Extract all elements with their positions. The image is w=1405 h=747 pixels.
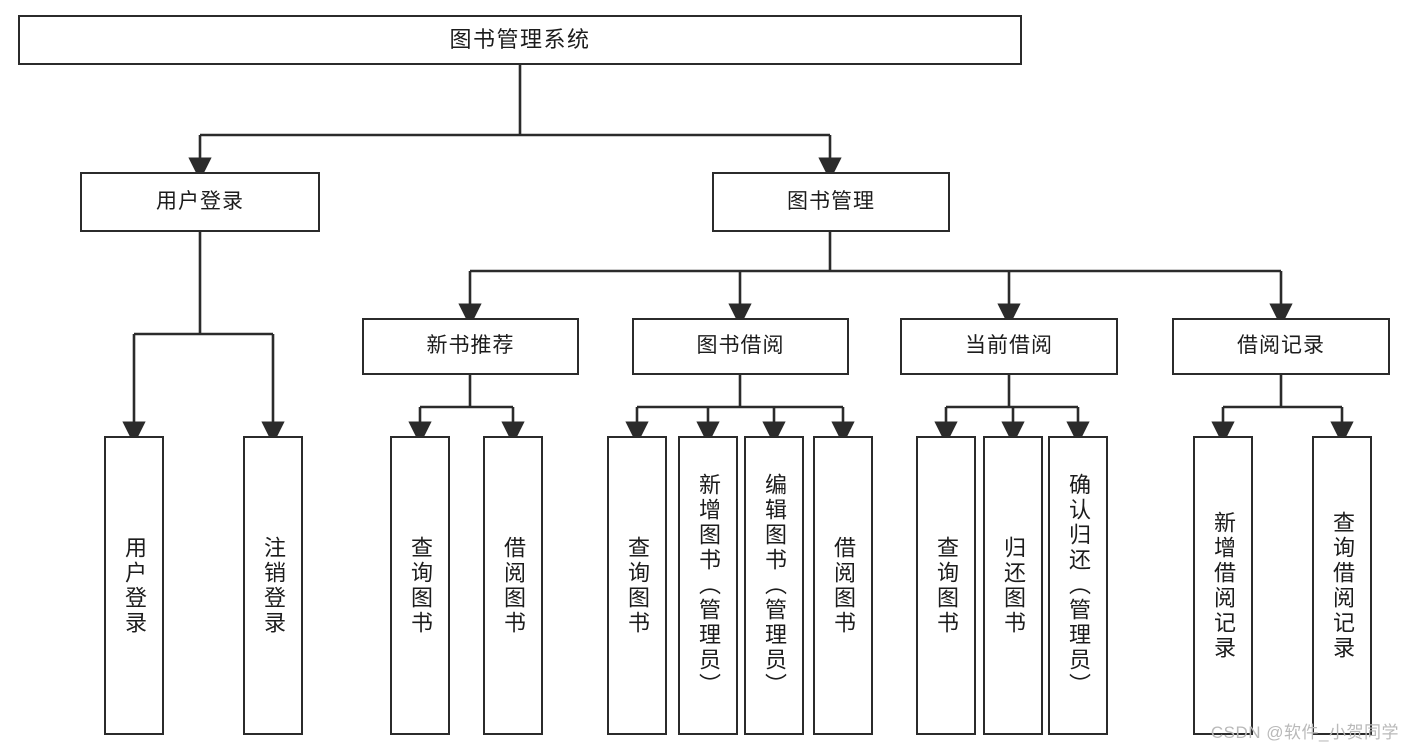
leaf-add-book[interactable]: 新增图书（管理员） — [678, 436, 738, 735]
leaf-borrow-book-1[interactable]: 借阅图书 — [483, 436, 543, 735]
node-label: 当前借阅 — [965, 334, 1053, 358]
node-label: 借阅图书 — [501, 535, 526, 636]
node-label: 新增图书（管理员） — [696, 473, 721, 698]
leaf-query-book-2[interactable]: 查询图书 — [607, 436, 667, 735]
node-label: 查询借阅记录 — [1330, 510, 1355, 661]
leaf-user-logout[interactable]: 注销登录 — [243, 436, 303, 735]
watermark: CSDN @软件_小贺同学 — [1210, 723, 1399, 742]
node-borrow-record[interactable]: 借阅记录 — [1172, 318, 1390, 375]
node-label: 新书推荐 — [426, 334, 515, 358]
node-label: 借阅记录 — [1237, 334, 1325, 358]
leaf-confirm-return[interactable]: 确认归还（管理员） — [1048, 436, 1108, 735]
node-user-login[interactable]: 用户登录 — [80, 172, 320, 232]
node-label: 新增借阅记录 — [1211, 510, 1236, 661]
node-label: 查询图书 — [408, 535, 433, 636]
leaf-edit-book[interactable]: 编辑图书（管理员） — [744, 436, 804, 735]
node-label: 借阅图书 — [831, 535, 856, 636]
leaf-user-login[interactable]: 用户登录 — [104, 436, 164, 735]
node-label: 查询图书 — [625, 535, 650, 636]
node-root-system[interactable]: 图书管理系统 — [18, 15, 1022, 65]
node-label: 用户登录 — [156, 189, 244, 213]
leaf-return-book[interactable]: 归还图书 — [983, 436, 1043, 735]
node-label: 用户登录 — [122, 535, 147, 636]
node-label: 编辑图书（管理员） — [762, 473, 787, 698]
leaf-query-record[interactable]: 查询借阅记录 — [1312, 436, 1372, 735]
node-label: 注销登录 — [261, 535, 286, 636]
leaf-query-book-1[interactable]: 查询图书 — [390, 436, 450, 735]
node-label: 图书管理 — [787, 189, 875, 213]
node-book-management[interactable]: 图书管理 — [712, 172, 950, 232]
node-current-borrow[interactable]: 当前借阅 — [900, 318, 1118, 375]
leaf-add-record[interactable]: 新增借阅记录 — [1193, 436, 1253, 735]
node-book-borrow[interactable]: 图书借阅 — [632, 318, 849, 375]
node-new-book-recommend[interactable]: 新书推荐 — [362, 318, 579, 375]
node-label: 归还图书 — [1001, 535, 1026, 636]
node-label: 图书管理系统 — [449, 27, 591, 53]
node-label: 确认归还（管理员） — [1066, 473, 1091, 698]
node-label: 图书借阅 — [696, 334, 785, 358]
leaf-borrow-book-2[interactable]: 借阅图书 — [813, 436, 873, 735]
leaf-query-book-3[interactable]: 查询图书 — [916, 436, 976, 735]
node-label: 查询图书 — [934, 535, 959, 636]
